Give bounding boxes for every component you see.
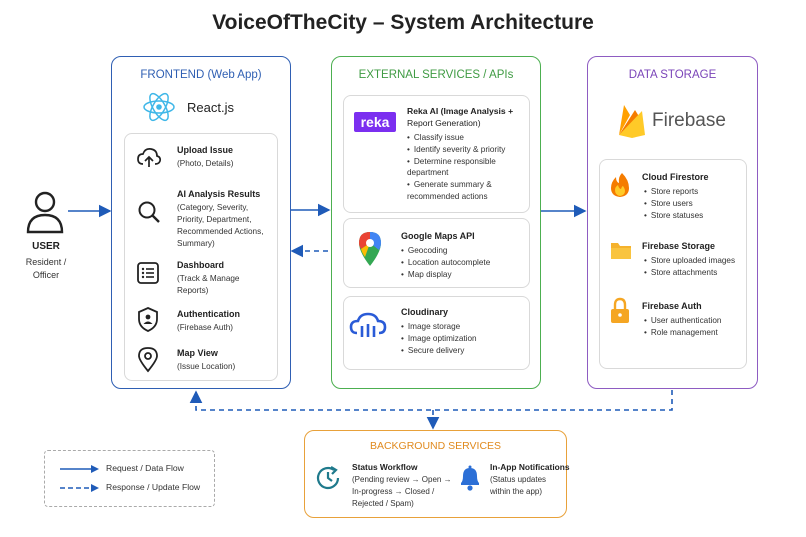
google-maps-bullets: Geocoding Location autocomplete Map disp… [401, 245, 490, 280]
authentication-title: Authentication [177, 309, 240, 319]
search-icon [138, 201, 160, 223]
lock-icon [611, 297, 629, 323]
user-role-line2: Officer [32, 270, 60, 280]
legend-dashed-label: Response / Update Flow [106, 482, 201, 492]
firestore-bullet: Store users [644, 198, 703, 210]
reka-title-line2: Report Generation) [407, 118, 481, 128]
ai-analysis-desc-1: (Category, Severity, [177, 203, 249, 212]
cloudinary-bullet: Secure delivery [401, 345, 477, 357]
react-icon [143, 92, 175, 122]
reka-bullet: Identify severity & priority [407, 144, 505, 156]
google-maps-bullet: Geocoding [401, 245, 490, 257]
clock-refresh-icon [316, 466, 340, 490]
reka-bullets-2: Generate summary & [407, 179, 492, 191]
firestore-bullets: Store reports Store users Store statuses [644, 186, 703, 221]
authentication-desc: (Firebase Auth) [177, 323, 233, 332]
reka-bullet: Determine responsible [407, 156, 505, 168]
dashboard-title: Dashboard [177, 260, 225, 270]
reka-box: reka Reka AI (Image Analysis + Report Ge… [343, 95, 530, 213]
cloudinary-box: Cloudinary Image storage Image optimizat… [343, 296, 530, 370]
page-title: VoiceOfTheCity – System Architecture [212, 11, 594, 34]
upload-cloud-icon [137, 148, 162, 167]
firestore-bullet: Store reports [644, 186, 703, 198]
cloudinary-bullet: Image optimization [401, 333, 477, 345]
storage-panel: DATA STORAGE Firebase Cloud Firestore St… [587, 56, 758, 389]
background-panel: BACKGROUND SERVICES Status Workflow (Pen… [304, 430, 570, 518]
upload-issue-title: Upload Issue [177, 145, 234, 155]
storage-title: DATA STORAGE [628, 69, 717, 81]
dashboard-desc-1: (Track & Manage [177, 274, 240, 283]
dashboard-list-icon [137, 262, 159, 284]
shield-user-icon [138, 307, 158, 332]
firebase-brand: Firebase [652, 110, 726, 131]
google-maps-title: Google Maps API [401, 231, 475, 241]
storage-items-box: Cloud Firestore Store reports Store user… [599, 159, 747, 369]
reka-logo: reka [354, 112, 396, 132]
reka-bullet: Generate summary & [407, 179, 492, 191]
dashboard-desc-2: Reports) [177, 286, 209, 295]
workflow-desc-3: Rejected / Spam) [352, 499, 414, 508]
reka-title-line1: Reka AI (Image Analysis + [407, 106, 514, 116]
firestore-icon [611, 173, 629, 197]
google-maps-pin-icon [359, 232, 381, 266]
fbstorage-bullets: Store uploaded images Store attachments [644, 255, 735, 279]
workflow-desc-2: In-progress → Closed / [352, 487, 435, 496]
upload-issue-desc: (Photo, Details) [177, 159, 234, 168]
fbauth-bullets: User authentication Role management [644, 315, 722, 339]
fbauth-title: Firebase Auth [642, 301, 702, 311]
feedback-loop [189, 390, 673, 411]
fbauth-bullet: Role management [644, 327, 721, 339]
workflow-desc-1: (Pending review → Open → [352, 475, 452, 484]
map-view-title: Map View [177, 348, 218, 358]
fbstorage-bullet: Store uploaded images [644, 255, 735, 267]
background-title: BACKGROUND SERVICES [369, 440, 502, 452]
frontend-title: FRONTEND (Web App) [140, 69, 262, 81]
firestore-title: Cloud Firestore [642, 172, 709, 182]
ai-analysis-desc-2: Priority, Department, [177, 215, 252, 224]
user-icon [26, 191, 64, 234]
frontend-items-box: Upload Issue (Photo, Details) AI Analysi… [124, 133, 278, 381]
legend-solid-label: Request / Data Flow [106, 463, 184, 473]
legend: Request / Data Flow Response / Update Fl… [44, 450, 215, 507]
fbauth-bullet: User authentication [644, 315, 722, 327]
reka-bullets: Classify issue Identify severity & prior… [407, 132, 505, 167]
external-title: EXTERNAL SERVICES / APIs [358, 69, 514, 81]
map-pin-icon [138, 347, 158, 373]
notifications-title: In-App Notifications [490, 462, 570, 472]
google-maps-box: Google Maps API Geocoding Location autoc… [343, 218, 530, 288]
folder-icon [611, 243, 631, 259]
legend-solid-arrow [60, 465, 99, 473]
cloudinary-bullet: Image storage [401, 321, 477, 333]
cloudinary-title: Cloudinary [401, 307, 449, 317]
react-label: React.js [187, 100, 234, 115]
google-maps-bullet: Map display [401, 269, 490, 281]
reka-bullet: Classify issue [407, 132, 505, 144]
notifications-desc-1: (Status updates [490, 475, 547, 484]
external-panel: EXTERNAL SERVICES / APIs reka Reka AI (I… [331, 56, 541, 389]
user-role-line1: Resident / [25, 257, 67, 267]
fbstorage-bullet: Store attachments [644, 267, 735, 279]
cloudinary-logo-icon [349, 312, 387, 337]
bell-icon [461, 465, 479, 491]
fbstorage-title: Firebase Storage [642, 241, 716, 251]
notifications-desc-2: within the app) [490, 487, 543, 496]
frontend-panel: FRONTEND (Web App) React.js Upload Issue… [111, 56, 291, 389]
firebase-flame-icon [619, 105, 645, 138]
firestore-bullet: Store statuses [644, 210, 703, 222]
reka-bullet-continuation-2: recommended actions [407, 192, 488, 201]
ai-analysis-desc-4: Summary) [177, 239, 215, 248]
user-label: USER [32, 241, 60, 252]
cloudinary-bullets: Image storage Image optimization Secure … [401, 321, 477, 356]
workflow-title: Status Workflow [352, 462, 418, 472]
reka-bullet-continuation: department [407, 168, 449, 177]
ai-analysis-title: AI Analysis Results [177, 189, 261, 199]
map-view-desc: (Issue Location) [177, 362, 236, 371]
ai-analysis-desc-3: Recommended Actions, [177, 227, 264, 236]
google-maps-bullet: Location autocomplete [401, 257, 490, 269]
legend-dashed-arrow [60, 484, 99, 492]
